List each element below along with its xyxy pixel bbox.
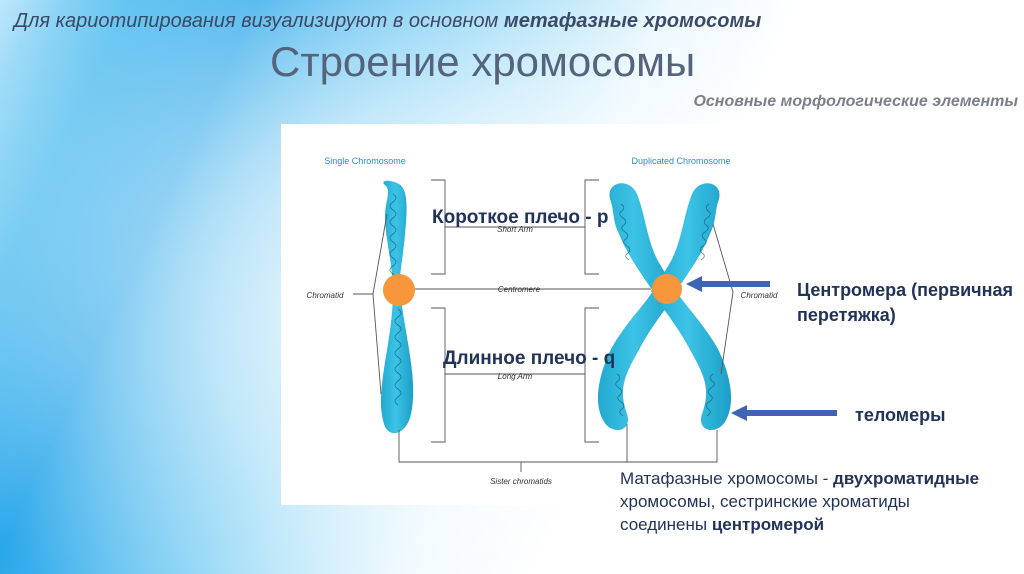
intro-plain: Для кариотипирования визуализируют в осн… xyxy=(14,10,504,32)
centromere-arrow xyxy=(686,276,770,292)
long-arm-label: Long Arm xyxy=(498,372,533,381)
telomere-arrow xyxy=(731,405,837,421)
duplicated-chromosome xyxy=(597,183,732,431)
centromere-note-line1: Центромера (первичная xyxy=(797,280,1013,300)
centromere-note-line2: перетяжка) xyxy=(797,305,896,325)
bottom-note-line1-plain: Матафазные хромосомы - xyxy=(620,469,834,488)
duplicated-chromosome-label: Duplicated Chromosome xyxy=(631,156,730,166)
arm-brackets xyxy=(353,179,734,472)
single-chromosome xyxy=(380,180,415,434)
slide-title: Строение хромосомы xyxy=(270,38,696,85)
bottom-note-line3-bold: центромерой xyxy=(711,515,825,534)
bottom-note-line3-plain: соединены xyxy=(620,515,712,534)
slide-subtitle: Основные морфологические элементы xyxy=(693,93,1018,110)
bottom-note-line1: Матафазные хромосомы - двухроматидные xyxy=(620,467,979,490)
short-arm-label: Short Arm xyxy=(497,225,533,234)
telomere-note: теломеры xyxy=(855,405,946,425)
bottom-note-line3: соединены центромерой xyxy=(620,513,979,536)
centromere-label: Centromere xyxy=(498,285,541,294)
centromere-note: Центромера (первичная перетяжка) xyxy=(797,278,1013,328)
chromatid-label-left: Chromatid xyxy=(307,291,344,300)
chromosome-diagram: Single Chromosome Duplicated Chromosome xyxy=(307,156,778,486)
long-arm-ru: Длинное плечо - q xyxy=(443,348,616,369)
bottom-note: Матафазные хромосомы - двухроматидные хр… xyxy=(620,467,979,536)
single-chromosome-label: Single Chromosome xyxy=(324,156,406,166)
duplicated-centromere xyxy=(652,274,682,304)
chromatid-label-right: Chromatid xyxy=(741,291,778,300)
intro-bold: метафазные хромосомы xyxy=(503,10,762,32)
bottom-note-line2: хромосомы, сестринские хроматиды xyxy=(620,492,910,511)
chromosome-figure: Single Chromosome Duplicated Chromosome xyxy=(281,124,806,505)
sister-chromatids-label: Sister chromatids xyxy=(490,477,552,486)
bottom-note-line1-bold: двухроматидные xyxy=(833,469,980,488)
short-arm-ru: Короткое плечо - р xyxy=(432,207,609,228)
single-centromere xyxy=(383,274,415,306)
intro-line: Для кариотипирования визуализируют в осн… xyxy=(14,10,761,33)
